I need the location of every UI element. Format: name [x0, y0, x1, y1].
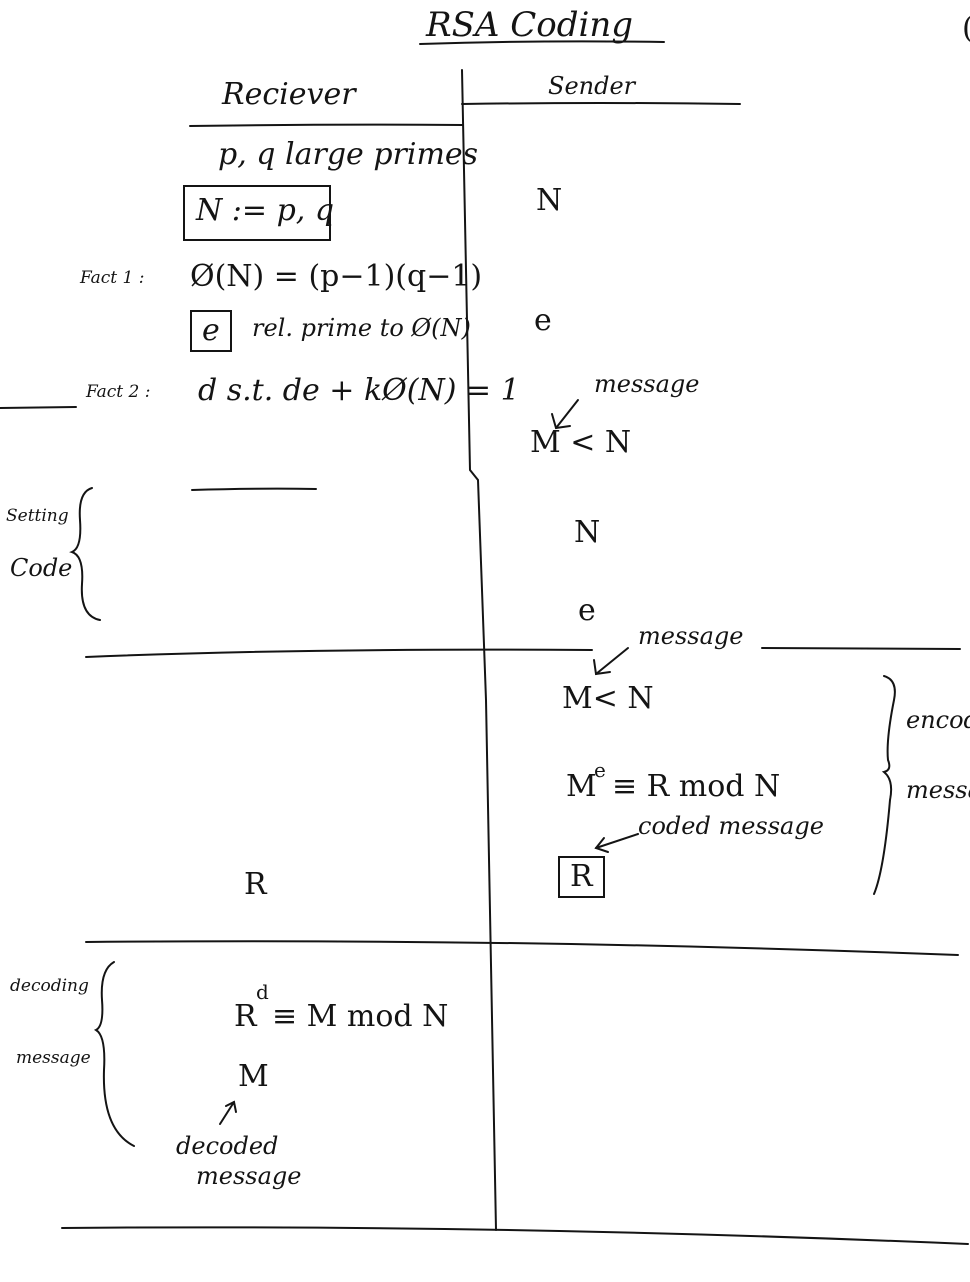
setting-brace: [69, 487, 101, 621]
margin-message-left: message: [16, 1048, 91, 1068]
decode-base: R: [234, 999, 257, 1034]
title-underline: [419, 40, 665, 45]
sender-e-1: e: [534, 303, 552, 338]
e-boxed: e: [190, 310, 232, 352]
encode-base: M: [566, 769, 597, 804]
d-definition: d s.t. de + kØ(N) = 1: [198, 373, 520, 408]
decode-exponent: d: [256, 980, 269, 1004]
phi-formula: Ø(N) = (p−1)(q−1): [190, 259, 483, 294]
n-definition-box: [183, 185, 331, 241]
arrow-message-1-head: [551, 413, 571, 430]
decode-end-line: [61, 1226, 969, 1245]
sender-n-1: N: [536, 183, 563, 218]
r-boxed: R: [558, 856, 605, 898]
decoded-m: M: [238, 1059, 269, 1094]
margin-decoding: decoding: [10, 976, 89, 996]
message-note-1: message: [594, 370, 700, 398]
sender-e-2: e: [578, 593, 596, 628]
margin-encoding: encodi: [906, 706, 970, 734]
arrow-decoded: [219, 1101, 235, 1125]
n-definition: N := p, q: [196, 193, 335, 228]
arrow-message-2: [595, 647, 629, 675]
sender-column-header: Sender: [548, 72, 636, 100]
setup-end-line-right: [761, 647, 961, 650]
arrow-message-1: [555, 399, 579, 429]
short-mid-line: [191, 487, 317, 491]
page-title: RSA Coding: [426, 5, 634, 45]
decoded-note-line1: decoded: [176, 1132, 279, 1160]
receiver-header-underline: [189, 123, 463, 127]
decode-rest: ≡ M mod N: [272, 999, 449, 1034]
encoding-brace: [873, 675, 896, 895]
m-less-than-n-1: M < N: [530, 425, 632, 460]
encode-end-line: [85, 940, 959, 956]
column-divider: [461, 69, 497, 1231]
primes-line: p, q large primes: [218, 137, 479, 172]
e-description: rel. prime to Ø(N): [252, 314, 471, 342]
arrow-coded: [595, 833, 639, 849]
encode-rest: ≡ R mod N: [612, 769, 781, 804]
decoding-brace: [93, 961, 135, 1147]
arrow-decoded-head: [225, 1100, 237, 1113]
encode-exponent: e: [594, 758, 606, 782]
decoded-note-line2: message: [196, 1162, 302, 1190]
setup-end-line: [85, 648, 593, 658]
message-note-2: message: [638, 622, 744, 650]
arrow-message-2-head: [593, 659, 611, 676]
margin-setting: Setting: [6, 506, 69, 526]
m-less-than-n-2: M< N: [562, 681, 654, 716]
sender-header-underline: [461, 102, 741, 105]
sender-n-2: N: [574, 515, 601, 550]
margin-code: Code: [10, 554, 73, 582]
short-left-line: [0, 406, 77, 409]
margin-message-right: messag: [906, 776, 970, 804]
fact1-label: Fact 1 :: [80, 268, 145, 288]
receiver-r: R: [244, 867, 267, 902]
coded-message-note: coded message: [638, 812, 824, 840]
corner-mark: (: [962, 14, 970, 44]
receiver-column-header: Reciever: [222, 77, 356, 112]
fact2-label: Fact 2 :: [86, 382, 151, 402]
arrow-coded-head: [594, 837, 609, 853]
